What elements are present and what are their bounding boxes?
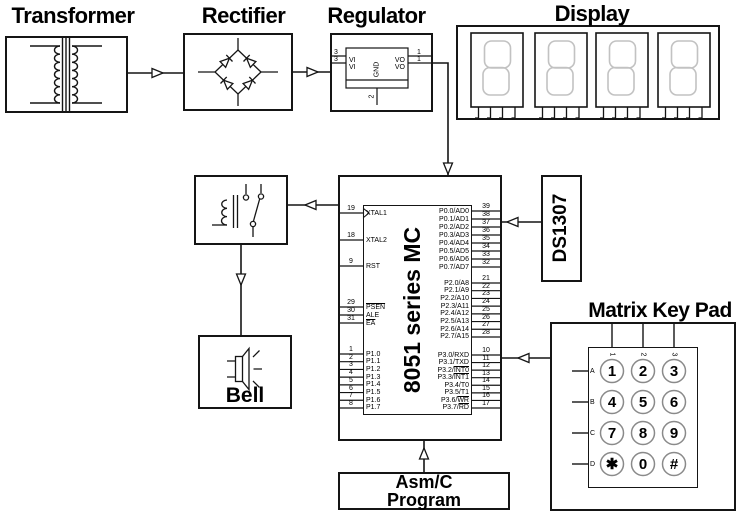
keypad-key-ring bbox=[630, 389, 656, 415]
keypad-key-ring bbox=[630, 451, 656, 477]
keypad-key-ring bbox=[599, 389, 625, 415]
keypad-key-ring bbox=[661, 420, 687, 446]
keypad-key-ring bbox=[599, 451, 625, 477]
display-pin bbox=[563, 107, 568, 119]
xtal1-clock-marker-icon bbox=[362, 207, 370, 219]
asm-program-box bbox=[338, 472, 510, 510]
seven-segment-digit bbox=[657, 32, 711, 108]
display-pin bbox=[539, 107, 544, 119]
keypad-key-ring bbox=[661, 389, 687, 415]
ds1307-box bbox=[541, 175, 582, 282]
keypad-key-ring bbox=[661, 451, 687, 477]
display-pin bbox=[499, 107, 504, 119]
keypad-key-ring bbox=[630, 420, 656, 446]
segment-loop-bottom bbox=[607, 66, 635, 96]
relay-icon bbox=[212, 184, 265, 237]
keypad-key-ring bbox=[661, 358, 687, 384]
display-pin bbox=[575, 107, 580, 119]
display-pin bbox=[612, 107, 617, 119]
regulator-chip-icon bbox=[330, 47, 433, 105]
display-pin bbox=[674, 107, 679, 119]
seven-segment-digit bbox=[470, 32, 524, 108]
bell-speaker-icon bbox=[227, 346, 262, 392]
display-pin bbox=[686, 107, 691, 119]
arrow-up-icon bbox=[418, 446, 430, 460]
rectifier-bridge-icon bbox=[198, 38, 278, 106]
bell-box bbox=[198, 335, 292, 409]
arrow-right-icon bbox=[151, 67, 165, 79]
keypad-key-ring bbox=[599, 420, 625, 446]
transformer-icon bbox=[30, 37, 102, 111]
segment-loop-bottom bbox=[546, 66, 574, 96]
segment-loop-bottom bbox=[669, 66, 697, 96]
seven-segment-digit bbox=[595, 32, 649, 108]
wire-regulator-mc bbox=[433, 62, 449, 175]
display-pin bbox=[624, 107, 629, 119]
arrow-left-icon bbox=[505, 216, 519, 228]
display-pin bbox=[698, 107, 703, 119]
display-pin bbox=[636, 107, 641, 119]
arrow-left-icon bbox=[303, 199, 317, 211]
display-pin bbox=[511, 107, 516, 119]
display-pin bbox=[475, 107, 480, 119]
keypad-key-ring bbox=[630, 358, 656, 384]
seven-segment-digit bbox=[534, 32, 588, 108]
display-pin bbox=[551, 107, 556, 119]
mc-chip-box bbox=[363, 205, 472, 415]
relay-box bbox=[194, 175, 288, 245]
arrow-left-icon bbox=[516, 352, 530, 364]
display-pin bbox=[487, 107, 492, 119]
arrow-down-icon bbox=[235, 273, 247, 287]
display-pin bbox=[600, 107, 605, 119]
arrow-right-icon bbox=[306, 66, 320, 78]
arrow-down-icon bbox=[442, 162, 454, 176]
segment-loop-bottom bbox=[482, 66, 510, 96]
keypad-key-ring bbox=[599, 358, 625, 384]
display-pin bbox=[662, 107, 667, 119]
